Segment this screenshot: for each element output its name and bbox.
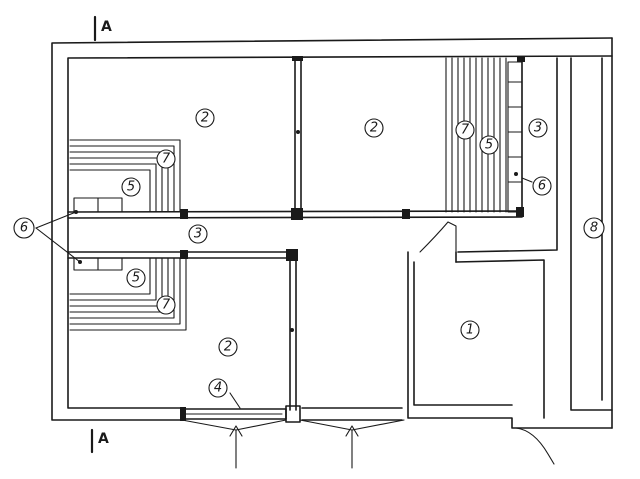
entrance-door [180,405,405,469]
label-room-bottom: 2 [218,337,238,357]
label-room-top-left: 2 [195,108,215,128]
door-swing-exit [515,427,555,465]
svg-text:5: 5 [127,180,135,195]
svg-text:1: 1 [466,323,474,338]
section-mark-top: A [93,15,112,42]
svg-text:5: 5 [132,271,140,286]
svg-text:2: 2 [370,121,378,136]
label-bench-top-left: 5 [121,177,141,197]
svg-text:3: 3 [534,121,542,136]
label-marker-left: 6 [13,217,35,239]
door-swing-corridor [419,221,457,253]
partitions [67,56,525,411]
svg-text:2: 2 [201,111,209,126]
svg-text:5: 5 [485,138,493,153]
label-corridor: 3 [188,224,208,244]
label-tiers-top-right: 7 [455,120,475,140]
svg-text:6: 6 [538,179,546,194]
label-bench-bottom-left: 5 [126,268,146,288]
label-bench-top-right: 5 [479,135,499,155]
svg-text:4: 4 [214,381,222,396]
label-door: 4 [208,378,228,398]
svg-text:2: 2 [224,340,232,355]
label-corridor-right: 3 [528,118,548,138]
outer-walls [51,37,613,429]
section-mark-top-label: A [101,19,112,35]
tiers-right [445,57,523,215]
section-mark-bottom: A [90,428,109,454]
svg-text:3: 3 [194,227,202,242]
svg-text:8: 8 [590,221,598,236]
svg-text:6: 6 [20,221,28,236]
label-tiers-top-left: 7 [156,149,176,169]
svg-text:7: 7 [461,123,470,138]
label-hall: 1 [460,320,480,340]
label-marker-right: 6 [532,176,552,196]
tiers-bottom-left [69,257,187,331]
svg-text:7: 7 [162,152,171,167]
section-mark-bottom-label: A [98,431,109,447]
label-room-top-right: 2 [364,118,384,138]
marker-leaders [35,172,533,409]
label-annex: 8 [583,217,605,239]
svg-text:7: 7 [162,298,171,313]
label-tiers-bottom-left: 7 [156,295,176,315]
